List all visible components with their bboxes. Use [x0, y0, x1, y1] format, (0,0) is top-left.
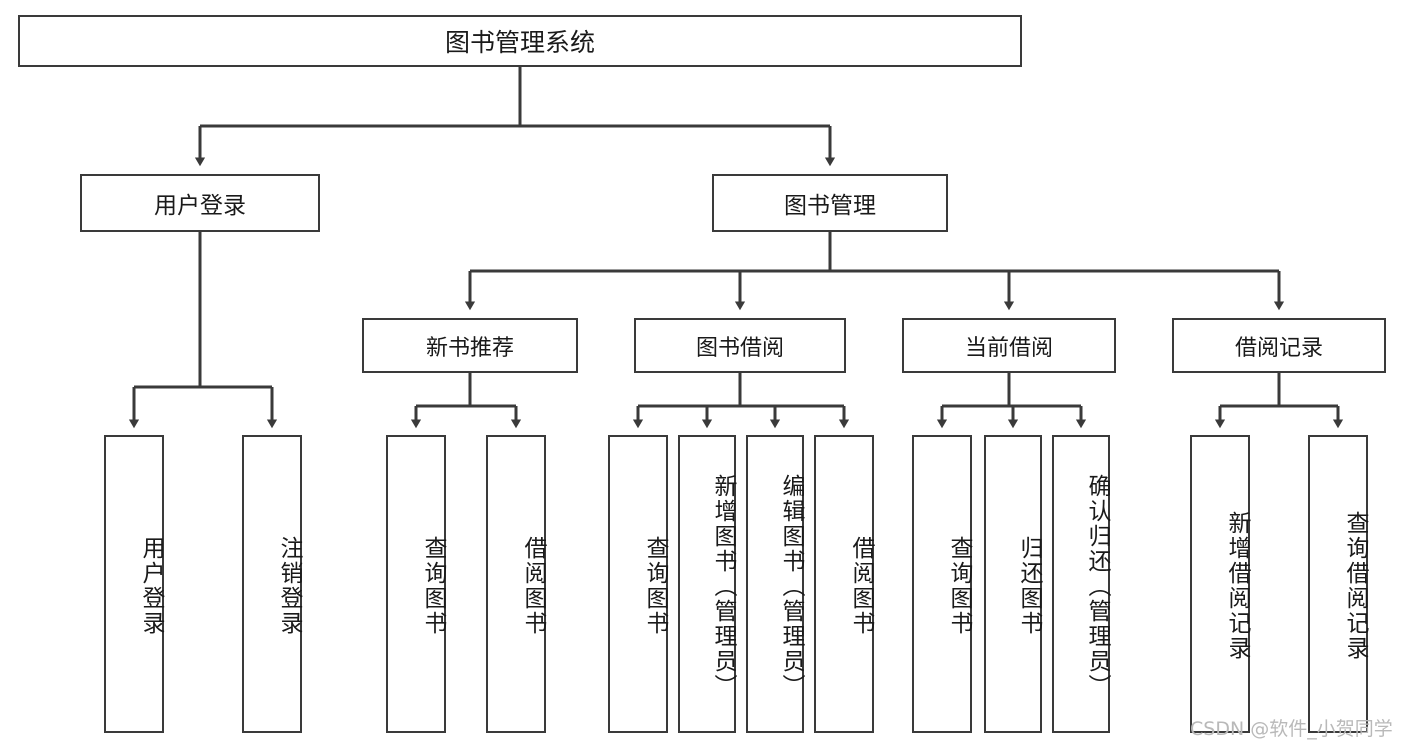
node-book-manage[interactable]: 图书管理	[712, 174, 948, 232]
node-leaf-user-login[interactable]: 用户登录	[104, 435, 164, 733]
node-leaf-edit-book-label: 编辑图书（管理员）	[778, 473, 804, 699]
node-leaf-query-book-2-label: 查询图书	[642, 536, 668, 636]
node-new-book-recommend-label: 新书推荐	[425, 335, 514, 361]
node-leaf-confirm-return-label: 确认归还（管理员）	[1084, 473, 1110, 699]
node-leaf-logout[interactable]: 注销登录	[242, 435, 302, 733]
watermark: CSDN @软件_小贺同学	[1190, 718, 1393, 740]
node-borrow-record[interactable]: 借阅记录	[1172, 318, 1386, 373]
node-leaf-query-book-2[interactable]: 查询图书	[608, 435, 668, 733]
node-leaf-query-book-3[interactable]: 查询图书	[912, 435, 972, 733]
node-root-label: 图书管理系统	[444, 28, 595, 57]
node-book-manage-label: 图书管理	[784, 193, 876, 219]
node-leaf-add-record-label: 新增借阅记录	[1224, 511, 1250, 661]
node-leaf-edit-book[interactable]: 编辑图书（管理员）	[746, 435, 804, 733]
node-leaf-logout-label: 注销登录	[276, 536, 302, 636]
node-leaf-add-record[interactable]: 新增借阅记录	[1190, 435, 1250, 733]
node-leaf-return-book-label: 归还图书	[1016, 536, 1042, 636]
node-book-borrow[interactable]: 图书借阅	[634, 318, 846, 373]
node-current-borrow[interactable]: 当前借阅	[902, 318, 1116, 373]
node-leaf-borrow-book-1[interactable]: 借阅图书	[486, 435, 546, 733]
node-book-borrow-label: 图书借阅	[695, 335, 784, 361]
node-user-login[interactable]: 用户登录	[80, 174, 320, 232]
node-new-book-recommend[interactable]: 新书推荐	[362, 318, 578, 373]
node-leaf-user-login-label: 用户登录	[138, 536, 164, 636]
node-leaf-borrow-book-1-label: 借阅图书	[520, 536, 546, 636]
node-leaf-borrow-book-2-label: 借阅图书	[848, 536, 874, 636]
node-leaf-return-book[interactable]: 归还图书	[984, 435, 1042, 733]
node-borrow-record-label: 借阅记录	[1234, 335, 1323, 361]
node-leaf-query-book-1[interactable]: 查询图书	[386, 435, 446, 733]
node-leaf-add-book-label: 新增图书（管理员）	[710, 473, 736, 699]
node-root[interactable]: 图书管理系统	[18, 15, 1022, 67]
node-leaf-query-book-3-label: 查询图书	[946, 536, 972, 636]
node-user-login-label: 用户登录	[154, 193, 246, 219]
node-leaf-query-book-1-label: 查询图书	[420, 536, 446, 636]
node-leaf-query-record-label: 查询借阅记录	[1342, 511, 1368, 661]
node-leaf-add-book[interactable]: 新增图书（管理员）	[678, 435, 736, 733]
node-leaf-confirm-return[interactable]: 确认归还（管理员）	[1052, 435, 1110, 733]
node-current-borrow-label: 当前借阅	[964, 335, 1053, 361]
node-leaf-borrow-book-2[interactable]: 借阅图书	[814, 435, 874, 733]
node-leaf-query-record[interactable]: 查询借阅记录	[1308, 435, 1368, 733]
